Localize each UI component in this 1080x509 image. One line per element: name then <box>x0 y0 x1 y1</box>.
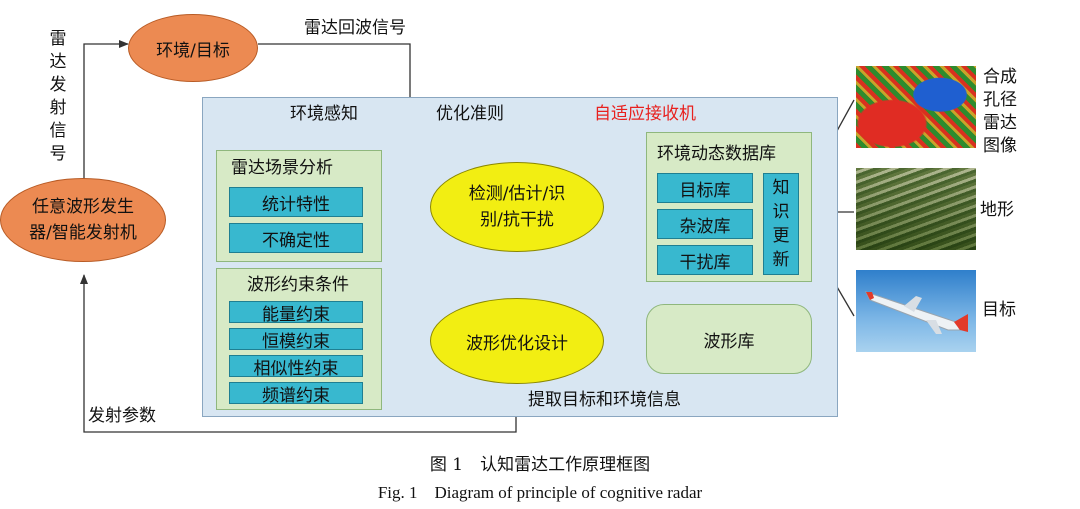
tx-signal-line <box>83 40 129 188</box>
detection-ellipse: 检测/估计/识 别/抗干扰 <box>430 162 604 252</box>
extract-info-label: 提取目标和环境信息 <box>528 390 681 410</box>
constraint-constant-modulus: 恒模约束 <box>229 328 363 352</box>
db-jamming-library: 干扰库 <box>657 245 753 275</box>
radar-tx-signal-label: 雷达发射信号 <box>49 29 67 164</box>
waveform-library-box: 波形库 <box>646 304 812 374</box>
terrain-image <box>856 168 976 250</box>
detection-line2: 别/抗干扰 <box>480 210 554 230</box>
knowledge-update-label: 知识更新 <box>772 178 790 270</box>
aircraft-image <box>856 270 976 352</box>
waveform-constraints-panel: 波形约束条件 能量约束 恒模约束 相似性约束 频谱约束 <box>216 268 382 410</box>
env-database-panel: 环境动态数据库 目标库 杂波库 干扰库 知识更新 <box>646 132 812 282</box>
scene-analysis-title: 雷达场景分析 <box>231 158 333 178</box>
waveform-design-ellipse: 波形优化设计 <box>430 298 604 384</box>
sar-image <box>856 66 976 148</box>
waveform-constraints-title: 波形约束条件 <box>247 275 349 295</box>
caption-chinese: 图 1 认知雷达工作原理框图 <box>429 455 651 475</box>
transmitter-label-line1: 任意波形发生 <box>31 197 134 217</box>
terrain-label: 地形 <box>980 200 1014 220</box>
constraint-energy: 能量约束 <box>229 301 363 325</box>
scene-analysis-panel: 雷达场景分析 统计特性 不确定性 <box>216 150 382 262</box>
scene-item-uncertainty: 不确定性 <box>229 223 363 253</box>
constraint-spectrum: 频谱约束 <box>229 382 363 406</box>
waveform-library-label: 波形库 <box>703 331 755 352</box>
constraint-similarity: 相似性约束 <box>229 355 363 379</box>
db-clutter-library: 杂波库 <box>657 209 753 239</box>
scene-item-statistics: 统计特性 <box>229 187 363 217</box>
waveform-design-label: 波形优化设计 <box>466 333 568 354</box>
optimization-criteria-label: 优化准则 <box>436 104 504 124</box>
environment-target-ellipse: 环境/目标 <box>128 14 258 82</box>
transmitter-label-line2: 器/智能发射机 <box>29 223 137 243</box>
db-target-library: 目标库 <box>657 173 753 203</box>
transmitter-ellipse: 任意波形发生 器/智能发射机 <box>0 178 166 262</box>
env-perception-label: 环境感知 <box>290 104 358 124</box>
target-input-label: 目标 <box>982 300 1016 320</box>
caption-english: Fig. 1 Diagram of principle of cognitive… <box>377 483 703 502</box>
env-database-title: 环境动态数据库 <box>657 144 776 164</box>
detection-line1: 检测/估计/识 <box>468 184 566 204</box>
receiver-title: 自适应接收机 <box>594 104 696 124</box>
knowledge-update-box: 知识更新 <box>763 173 799 275</box>
radar-echo-label: 雷达回波信号 <box>304 18 406 38</box>
missile-icon <box>865 291 968 334</box>
tx-params-label: 发射参数 <box>88 406 156 426</box>
sar-image-label: 合成孔径雷达图像 <box>983 67 1017 156</box>
environment-target-label: 环境/目标 <box>156 40 230 61</box>
